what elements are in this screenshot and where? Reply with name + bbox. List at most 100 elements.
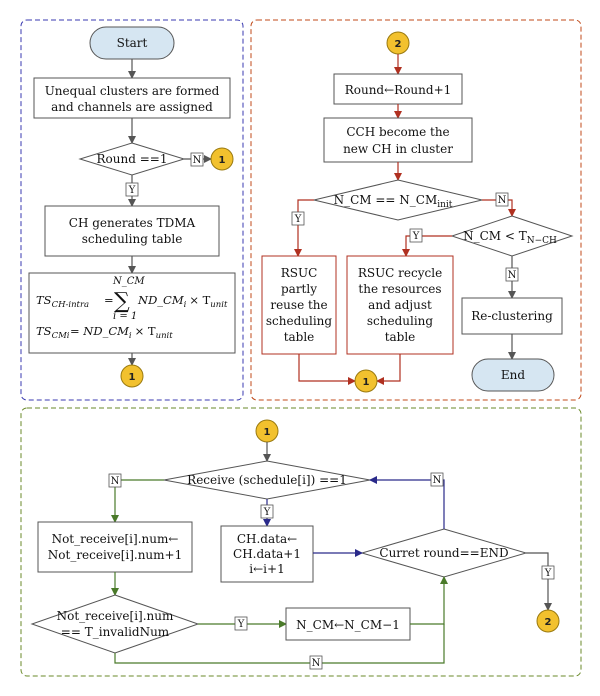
decision2-no-tag bbox=[505, 267, 519, 282]
formula1-lhs: TSCH-intra bbox=[36, 293, 89, 310]
arrow-decision2-yes bbox=[402, 235, 452, 257]
rsuc-partly-line-3: reuse the bbox=[270, 298, 327, 312]
form-clusters-box bbox=[33, 77, 231, 119]
ch-data-line-3: i←i+1 bbox=[249, 562, 284, 576]
panel-3-border bbox=[20, 407, 582, 677]
rsuc-recycle-line-5: table bbox=[385, 330, 416, 344]
tdma-table-line-1: CH generates TDMA bbox=[69, 216, 196, 230]
ncm-decrement-box bbox=[285, 607, 411, 641]
rsuc-recycle-line-4: scheduling bbox=[367, 314, 434, 328]
form-clusters-line-1: Unequal clusters are formed bbox=[45, 84, 220, 98]
receive-no-label: N bbox=[111, 476, 120, 487]
receive-yes-tag bbox=[260, 504, 274, 519]
receive-no-tag bbox=[108, 473, 122, 488]
cch-new-ch-box bbox=[323, 117, 473, 163]
arrow-recycle-to-connector bbox=[376, 354, 401, 385]
rsuc-partly-line-4: scheduling bbox=[266, 314, 333, 328]
formula-ts-ch-intra: TSCH-intra = N_CM ∑ i = 1 ND_CMi× Tunit bbox=[36, 276, 228, 322]
arrow-round-yes bbox=[526, 552, 552, 611]
invalid-no-tag bbox=[309, 655, 323, 670]
formula2-rhs: = ND_CMi× Tunit bbox=[70, 324, 173, 341]
formula1-sum-sign: ∑ bbox=[114, 289, 130, 314]
rsuc-partly-reuse-box bbox=[261, 255, 337, 355]
panel-data-reception: 1 Receive (schedule[i]) ==1 N Y Not_rece… bbox=[20, 407, 582, 677]
not-receive-line-2: Not_receive[i].num+1 bbox=[48, 548, 182, 562]
reclustering-label: Re-clustering bbox=[471, 309, 553, 323]
ch-data-increment-box bbox=[220, 525, 314, 583]
formula1-sum-upper: N_CM bbox=[112, 276, 145, 287]
decision1-yes-tag bbox=[291, 211, 305, 226]
tdma-table-box bbox=[44, 205, 220, 257]
rsuc-recycle-line-2: the resources bbox=[358, 282, 441, 296]
decision2-yes-label: Y bbox=[412, 231, 420, 242]
decision1-no-label: N bbox=[498, 195, 507, 206]
invalid-num-decision-diamond bbox=[30, 594, 200, 654]
decision-no-tag bbox=[190, 152, 204, 167]
round-increment-label: Round←Round+1 bbox=[345, 83, 452, 97]
decision-no-label: N bbox=[193, 155, 202, 166]
invalid-num-line-2: == T_invalidNum bbox=[61, 625, 170, 639]
connector-2-panel3-label: 2 bbox=[545, 617, 552, 628]
connector-1-panel2 bbox=[354, 369, 378, 393]
ncm-init-decision-diamond bbox=[313, 179, 483, 221]
cch-new-ch-line-2: new CH in cluster bbox=[343, 142, 453, 156]
form-clusters-line-2: and channels are assigned bbox=[51, 100, 213, 114]
formula2-lhs: TSCMi bbox=[36, 324, 70, 341]
connector-1-right bbox=[210, 147, 234, 171]
round-no-label: N bbox=[433, 475, 442, 486]
connector-1-right-label: 1 bbox=[219, 155, 226, 166]
end-label: End bbox=[501, 368, 525, 382]
rsuc-recycle-line-3: and adjust bbox=[368, 298, 432, 312]
connector-1-panel3-label: 1 bbox=[264, 427, 271, 438]
ncm-decrement-label: N_CM←N_CM−1 bbox=[296, 618, 400, 632]
decision-yes-label: Y bbox=[128, 185, 136, 196]
rsuc-recycle-box bbox=[346, 255, 454, 355]
connector-2-top-label: 2 bbox=[395, 39, 402, 50]
round-yes-tag bbox=[541, 565, 555, 580]
tdma-table-line-2: scheduling table bbox=[82, 232, 183, 246]
arrow-round-no-loop bbox=[369, 476, 445, 529]
round-increment-box bbox=[333, 73, 463, 105]
arrow-decision1-yes bbox=[294, 199, 314, 257]
panel-1-border bbox=[20, 19, 244, 401]
rsuc-partly-line-2: partly bbox=[281, 282, 317, 296]
decision1-yes-label: Y bbox=[294, 214, 302, 225]
start-label: Start bbox=[117, 36, 148, 50]
arrow-receive-no bbox=[111, 479, 164, 523]
round-end-decision-label: Curret round==END bbox=[379, 546, 508, 560]
panel-initialization: Start Unequal clusters are formed and ch… bbox=[20, 19, 244, 401]
arrow-invalid-no bbox=[114, 624, 445, 664]
decision1-no-tag bbox=[495, 192, 509, 207]
not-receive-line-1: Not_receive[i].num← bbox=[52, 532, 179, 546]
connector-1-bottom-label: 1 bbox=[129, 372, 136, 383]
formula1-rhs: ND_CMi× Tunit bbox=[137, 293, 228, 310]
end-terminal bbox=[471, 358, 555, 392]
receive-yes-label: Y bbox=[263, 507, 271, 518]
rsuc-partly-line-5: table bbox=[284, 330, 315, 344]
formula1-sum-lower: i = 1 bbox=[113, 311, 137, 322]
rsuc-partly-line-1: RSUC bbox=[281, 266, 318, 280]
not-receive-increment-box bbox=[37, 521, 193, 573]
round-yes-label: Y bbox=[544, 568, 552, 579]
invalid-num-line-1: Not_receive[i].num bbox=[57, 609, 174, 623]
invalid-yes-label: Y bbox=[237, 619, 245, 630]
decision-yes-tag bbox=[125, 182, 139, 197]
invalid-yes-tag bbox=[234, 616, 248, 631]
connector-1-panel2-label: 1 bbox=[363, 377, 370, 388]
decision2-no-label: N bbox=[508, 270, 517, 281]
formula1-equals: = bbox=[104, 293, 114, 307]
ncm-init-decision-label: N_CM == N_CMinit bbox=[334, 193, 453, 210]
ch-data-line-1: CH.data← bbox=[237, 532, 297, 546]
receive-decision-label: Receive (schedule[i]) ==1 bbox=[187, 473, 347, 487]
rsuc-recycle-line-1: RSUC recycle bbox=[358, 266, 442, 280]
arrow-ncm-to-round bbox=[410, 576, 448, 625]
connector-2-panel3 bbox=[536, 609, 560, 633]
cch-new-ch-line-1: CCH become the bbox=[346, 125, 449, 139]
decision2-yes-tag bbox=[409, 228, 423, 243]
panel-reclustering: 2 Round←Round+1 CCH become the new CH in… bbox=[250, 19, 582, 401]
ncm-threshold-decision-label: N_CM < TN−CH bbox=[463, 229, 557, 246]
reclustering-box bbox=[461, 297, 563, 335]
round-no-tag bbox=[430, 472, 444, 487]
arrow-decision1-no bbox=[482, 199, 516, 217]
